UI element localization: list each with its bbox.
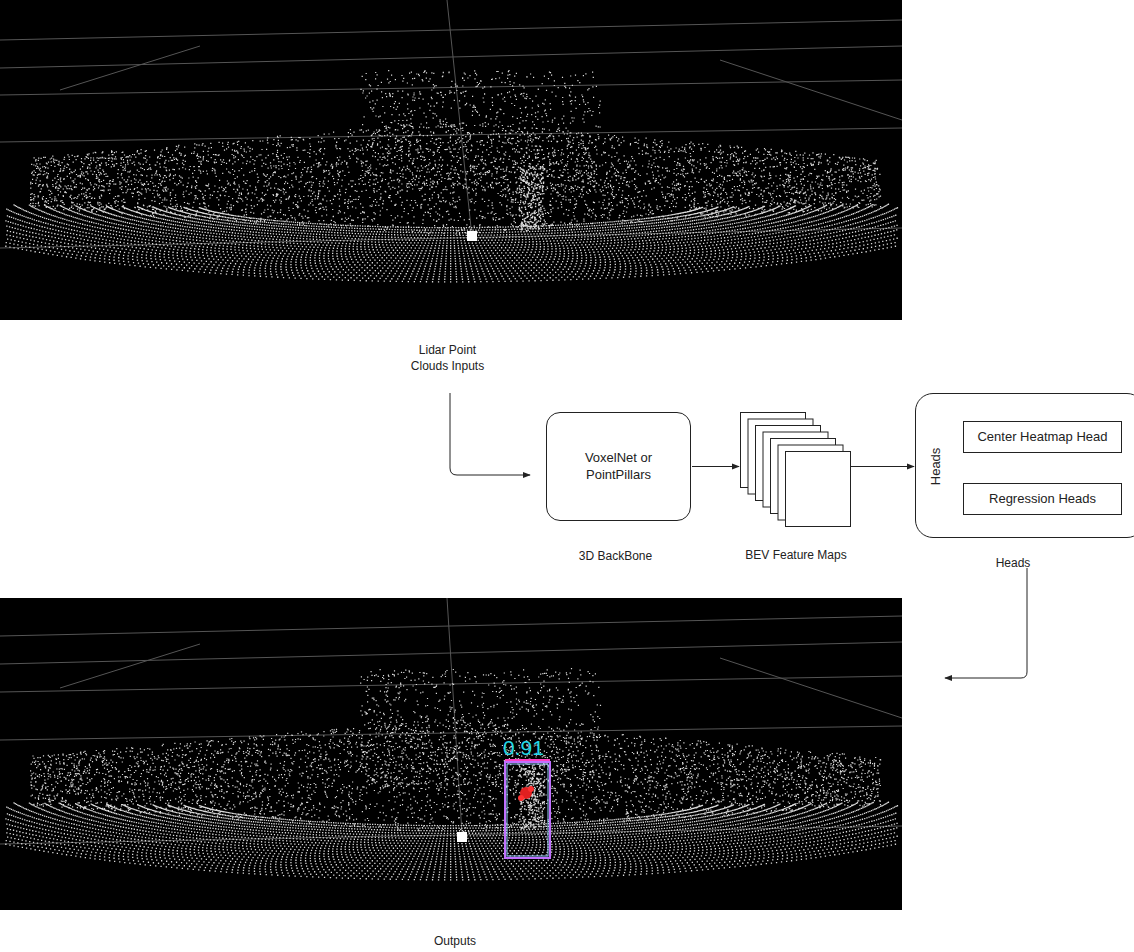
process-box: VoxelNet or PointPillars3D BackBone [546,412,691,521]
box-label: Center Heatmap Head [971,429,1113,446]
feature-map-icon [740,412,852,527]
caption: Heads [963,556,1063,572]
confidence-score: 0.91 [503,737,553,758]
box-label: VoxelNet or PointPillars [547,450,690,484]
caption: 3D BackBone [527,549,704,565]
box-label: Regression Heads [983,491,1102,508]
lidar-points [5,668,898,880]
flow-arrow [848,466,914,467]
caption: BEV Feature Maps [710,548,882,564]
output-arrow [945,568,1027,678]
flow-arrow [692,466,739,467]
annotation: Lidar Point Clouds Inputs [400,343,495,374]
process-box: Regression Heads [963,483,1122,515]
process-box: Center Heatmap Head [963,421,1122,453]
heads-group: HeadsHeadsCenter Heatmap HeadRegression … [915,393,1134,538]
input-point-cloud [0,0,902,320]
feature-map-stack: BEV Feature Maps [740,412,852,527]
lidar-points [5,70,898,283]
output-point-cloud [0,598,902,910]
input-arrow [450,393,530,475]
detection-box [505,760,550,858]
group-label: Heads [928,436,945,496]
annotation: Outputs [420,934,490,950]
